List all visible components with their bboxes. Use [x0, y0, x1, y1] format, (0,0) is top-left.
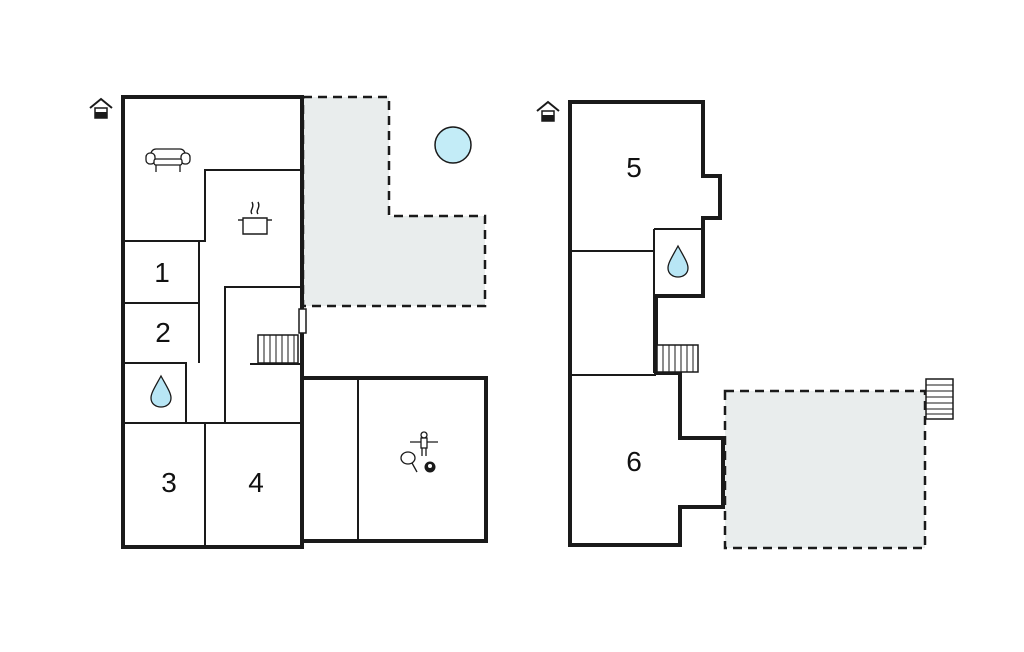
room-1-label: 1	[154, 257, 170, 288]
table-tennis-icon	[400, 451, 418, 473]
ground-floor: 1 2 3 4	[89, 95, 488, 549]
pool-icon	[434, 126, 472, 164]
upper-floor-outline	[568, 100, 725, 547]
stairs-icon	[257, 334, 299, 364]
sofa-icon	[145, 148, 191, 172]
outdoor-stairs-icon	[925, 378, 954, 420]
room-5-label: 5	[626, 152, 642, 183]
entrance-icon	[536, 100, 560, 122]
billiard-ball-icon	[424, 461, 436, 473]
terrace-area	[723, 389, 927, 550]
room-2-label: 2	[155, 317, 171, 348]
room-3-label: 3	[161, 467, 177, 498]
water-drop-icon	[667, 244, 689, 278]
annex-outline	[302, 376, 488, 543]
room-6-label: 6	[626, 446, 642, 477]
foosball-icon	[410, 431, 438, 456]
room-4-label: 4	[248, 467, 264, 498]
stairs-icon	[656, 344, 699, 373]
water-drop-icon	[150, 374, 172, 408]
upper-floor-interior-walls	[570, 228, 703, 376]
entrance-icon	[89, 97, 113, 119]
door	[298, 308, 307, 334]
upper-floor: 5 6	[536, 100, 954, 550]
cooking-pot-icon	[238, 201, 272, 235]
ground-floor-interior-walls	[123, 169, 302, 547]
